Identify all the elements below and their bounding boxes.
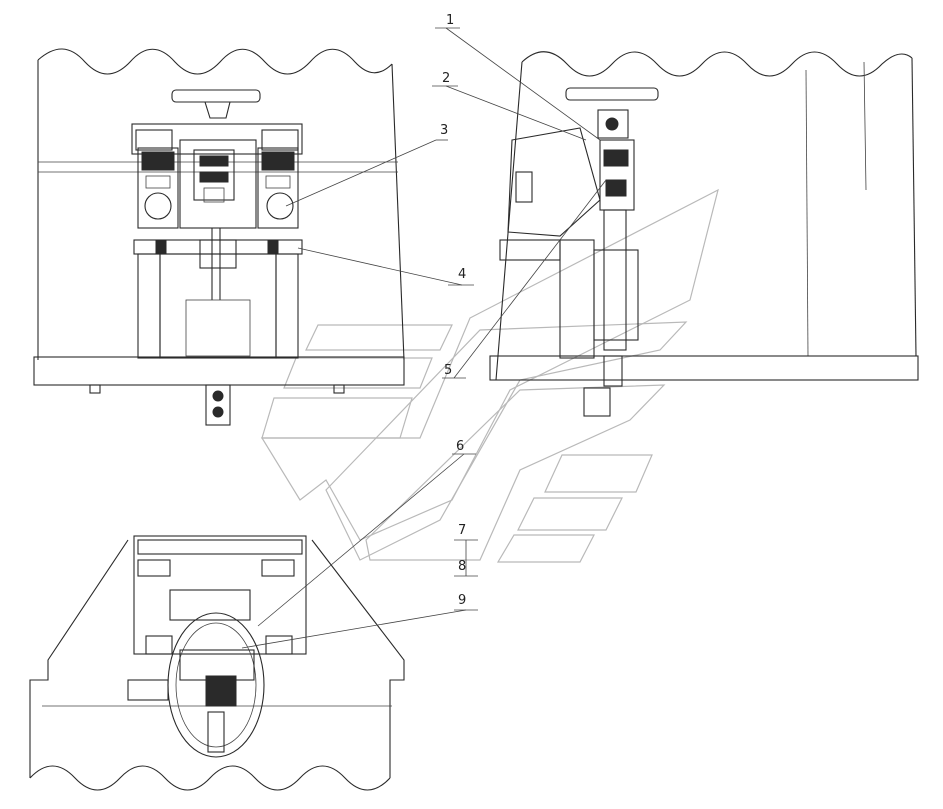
callout-7: 7 — [458, 523, 466, 538]
top-view — [29, 535, 405, 791]
callout-1: 1 — [446, 13, 454, 28]
watermark-logo — [260, 188, 719, 563]
callout-6: 6 — [456, 439, 464, 454]
front-view — [33, 48, 405, 426]
callout-2: 2 — [442, 71, 450, 86]
callout-5: 5 — [444, 363, 452, 378]
callout-3: 3 — [440, 123, 448, 138]
callout-9: 9 — [458, 593, 466, 608]
leader-lines — [241, 27, 607, 649]
side-view — [489, 51, 919, 417]
callout-4: 4 — [458, 267, 466, 282]
callout-8: 8 — [458, 559, 466, 574]
